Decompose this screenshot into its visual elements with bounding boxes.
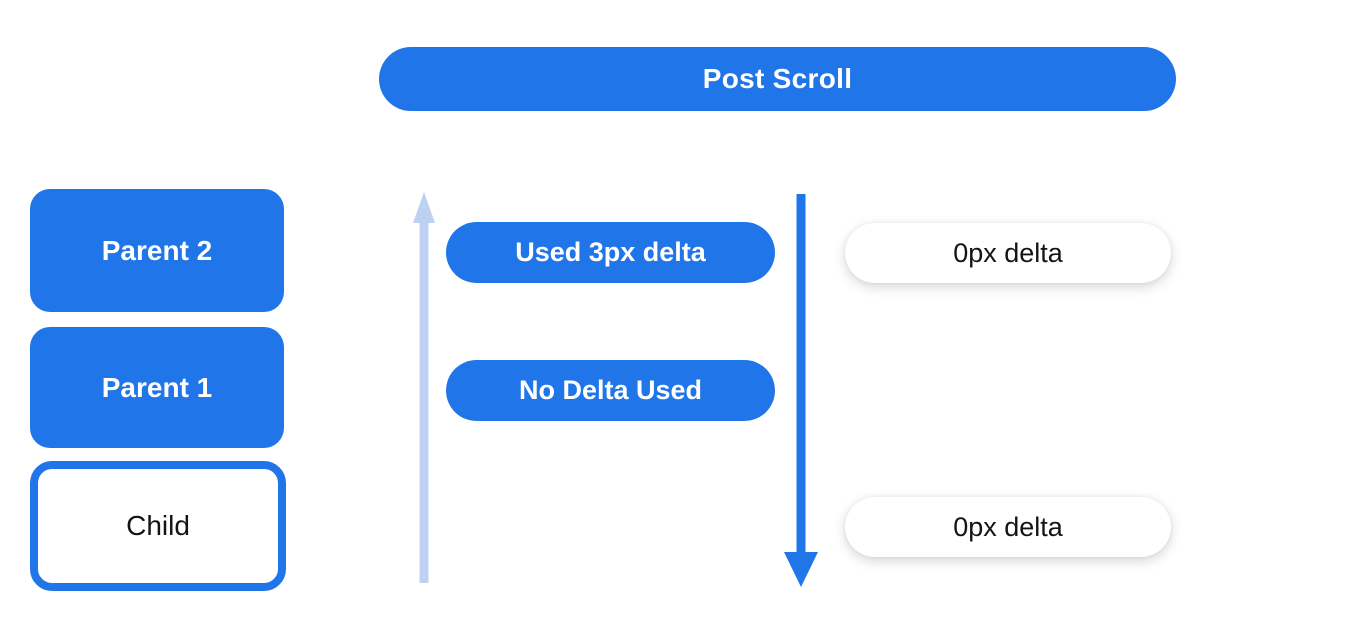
up-arrow-icon <box>413 192 435 583</box>
parent-1-box: Parent 1 <box>30 327 284 448</box>
zero-px-delta-pill-top: 0px delta <box>845 223 1171 283</box>
zero-px-delta-pill-bottom: 0px delta <box>845 497 1171 557</box>
parent-2-box: Parent 2 <box>30 189 284 312</box>
used-3px-delta-pill: Used 3px delta <box>446 222 775 283</box>
no-delta-used-pill: No Delta Used <box>446 360 775 421</box>
post-scroll-banner: Post Scroll <box>379 47 1176 111</box>
child-box: Child <box>30 461 286 591</box>
down-arrow-icon <box>784 194 818 587</box>
